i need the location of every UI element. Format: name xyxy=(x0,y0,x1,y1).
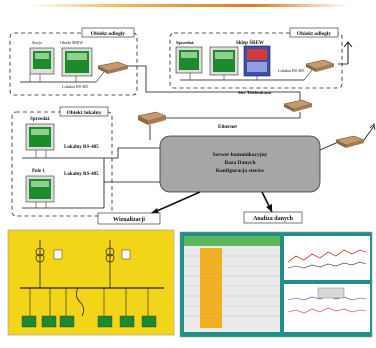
visualization-label: Wizualizacji xyxy=(113,217,145,223)
remote-object-right: Obiekt odległy Sprzedaż Sklep ŚREW Lokal… xyxy=(169,27,353,89)
server-line-1: Serwer komunikacyjny xyxy=(213,152,268,158)
remote-right-label-1: Sprzedaż xyxy=(176,40,194,45)
local-meter-label-1: Sprzedaż xyxy=(30,117,51,122)
meter-icon xyxy=(29,47,55,75)
meter-icon xyxy=(175,46,203,74)
arrow-to-analysis xyxy=(261,191,273,213)
analysis-label-box xyxy=(243,211,303,224)
remote-left-label-1: Stacja xyxy=(32,40,42,45)
visualization-screenshot xyxy=(7,229,175,336)
remote-right-label-2: Sklep ŚREW xyxy=(236,40,264,46)
remote-right-bus-label: Lokalna RS-485 xyxy=(278,68,304,73)
local-title: Obiekt lokalny xyxy=(67,110,102,116)
meter-icon xyxy=(25,175,55,203)
modem-icon xyxy=(97,61,129,74)
arrow-to-visualization xyxy=(149,191,201,215)
remote-left-title: Obiekt odległy xyxy=(91,31,126,37)
local-meter-label-2: Pole 1 xyxy=(32,169,45,174)
server-line-2: Baza Danych xyxy=(224,160,255,166)
phone-network-label: Sieć Telefoniczna xyxy=(238,90,272,95)
visualization-label-box xyxy=(97,212,161,225)
analysis-screenshot xyxy=(179,231,373,338)
meter-icon xyxy=(25,123,55,151)
remote-left-title-box xyxy=(81,27,135,38)
analysis-label: Analiza danych xyxy=(253,216,294,222)
server-box: Serwer komunikacyjny Baza Danych Konfigu… xyxy=(159,135,321,193)
meter-icon xyxy=(61,47,93,77)
local-title-box xyxy=(59,106,109,117)
top-band xyxy=(30,4,350,7)
remote-left-label-2: Obiekt ŚREW xyxy=(60,40,83,45)
local-bus-label-2: Lokalny RS-485 xyxy=(64,172,99,177)
antenna-arrow-icon xyxy=(338,41,353,65)
ethernet-hub-icon xyxy=(137,111,167,125)
modem-icon xyxy=(283,99,313,112)
modem-icon xyxy=(305,59,335,72)
remote-left-bus-label: Lokalna RS-485 xyxy=(62,84,88,89)
ethernet-label: Ethernet xyxy=(218,125,237,130)
remote-right-title: Obiekt odległy xyxy=(297,31,332,37)
remote-right-title-box xyxy=(289,27,339,38)
local-bus-label-1: Lokalny RS-485 xyxy=(64,145,99,150)
remote-object-left: Obiekt odległy Stacja Obiekt ŚREW Lokaln… xyxy=(9,27,138,96)
modem-icon xyxy=(335,135,365,148)
meter-icon xyxy=(209,46,239,76)
local-object: Obiekt lokalny Sprzedaż Lokalny RS-485 P… xyxy=(11,106,113,217)
server-line-3: Konfiguracja sterów xyxy=(216,168,264,174)
controller-icon xyxy=(243,45,271,77)
